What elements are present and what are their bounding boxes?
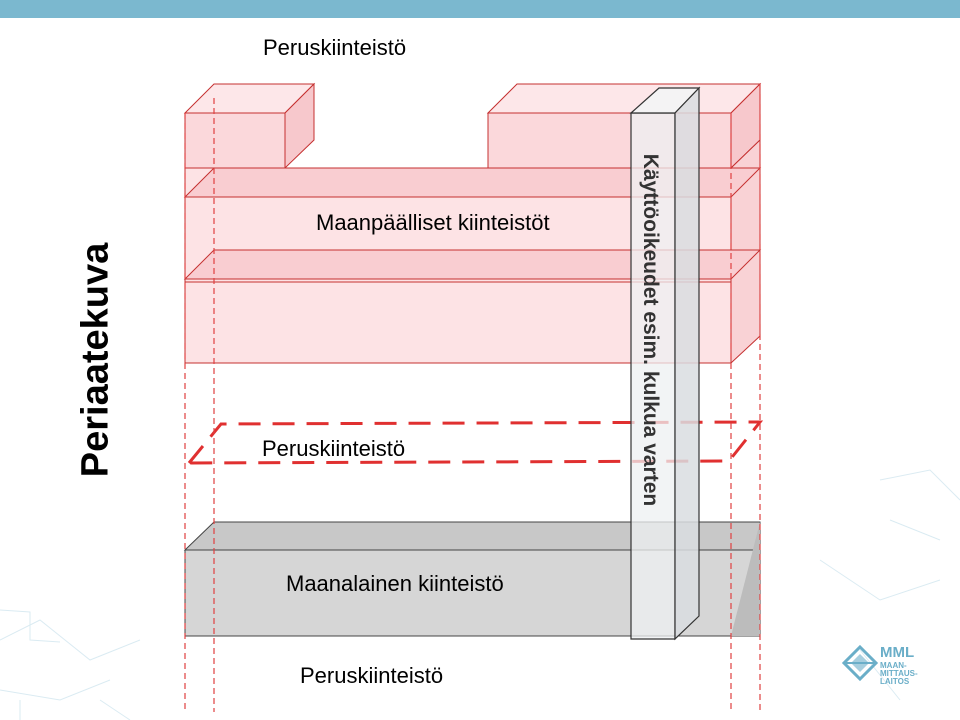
logo-line-2: MITTAUS- [880,669,918,678]
label-bottom-peruskiinteisto: Peruskiinteistö [300,663,444,688]
logo-abbr: MML [880,644,915,661]
label-middle-peruskiinteisto: Peruskiinteistö [262,436,406,461]
mml-logo-mark [841,644,879,682]
dashed-boundary-plane [185,420,764,465]
side-title: Periaatekuva [74,242,117,478]
label-underground: Maanalainen kiinteistö [286,571,504,596]
map-texture [0,469,960,720]
logo-name: MAAN- MITTAUS- LAITOS [880,662,940,686]
logo-line-1: MAAN- [880,661,907,670]
label-access-rights: Käyttöoikeudet esim. kulkua varten [639,153,662,507]
access-rights-column [629,86,701,641]
label-above-ground: Maanpäälliset kiinteistöt [316,210,550,235]
mml-logo: MML MAAN- MITTAUS- LAITOS [840,642,940,692]
vertical-guides [184,84,761,712]
underground-box [183,521,761,637]
logo-line-3: LAITOS [880,677,910,686]
label-top-peruskiinteisto: Peruskiinteistö [263,35,407,60]
slide-frame-top [0,0,960,18]
